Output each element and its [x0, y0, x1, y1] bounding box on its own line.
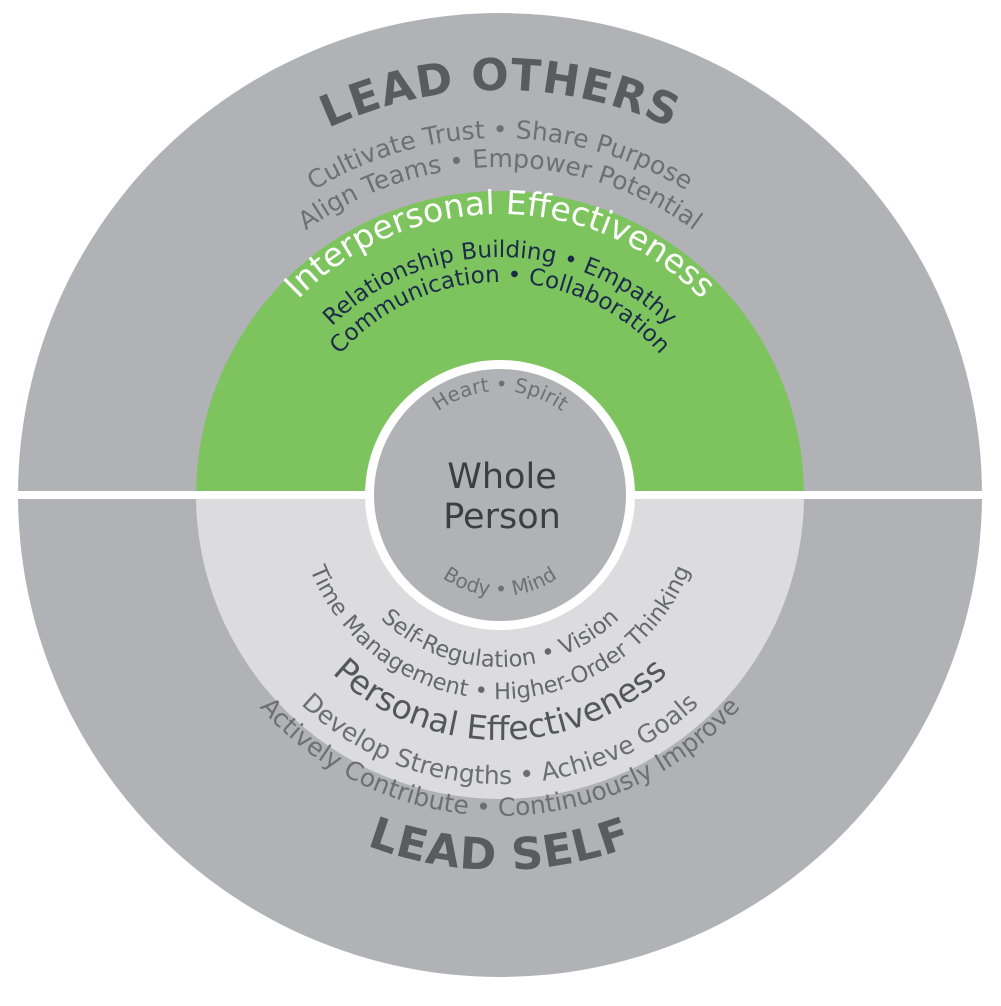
- interpersonal-effectiveness-band: [196, 191, 804, 495]
- core-circle: [374, 369, 626, 621]
- whole-person-title-line-2: Person: [443, 497, 561, 537]
- whole-person-title-line-1: Whole: [447, 457, 556, 497]
- personal-effectiveness-band: [196, 495, 804, 799]
